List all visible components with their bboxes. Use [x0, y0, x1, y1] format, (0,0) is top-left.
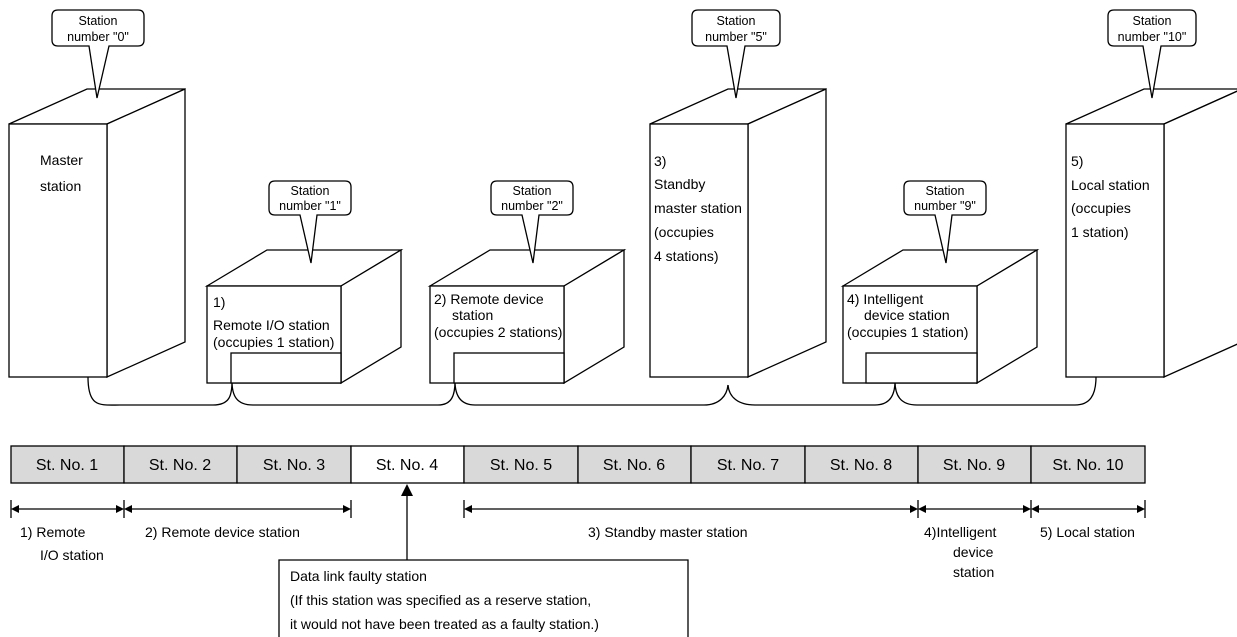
- master-station-label-1: Master: [40, 152, 83, 168]
- remote-device-label-3: (occupies 2 stations): [434, 324, 562, 340]
- standby-master-label-5: 4 stations): [654, 248, 719, 264]
- callout-station-1: Station number "1": [268, 180, 352, 264]
- cell-st-2: [123, 445, 238, 484]
- cell-st-1: [10, 445, 125, 484]
- cell-st-3: [236, 445, 352, 484]
- local-station-label-2: Local station: [1071, 177, 1150, 193]
- faulty-station-pointer: [401, 484, 413, 560]
- range-arrow-local: [1031, 500, 1146, 518]
- cell-label-st-9: St. No. 9: [943, 457, 1005, 474]
- svg-text:Station: Station: [1133, 14, 1172, 28]
- range-label-local: 5) Local station: [1040, 524, 1135, 540]
- standby-master-label-2: Standby: [654, 176, 705, 192]
- standby-master-label-3: master station: [654, 200, 742, 216]
- cell-st-4: [350, 445, 465, 484]
- svg-text:Station: Station: [926, 184, 965, 198]
- range-label-intelligent-3: station: [953, 564, 994, 580]
- range-label-intelligent-2: device: [953, 544, 994, 560]
- range-label-remote-io-2: I/O station: [40, 547, 104, 563]
- remote-io-label-3: (occupies 1 station): [213, 334, 334, 350]
- cell-label-st-1: St. No. 1: [36, 457, 98, 474]
- callout-station-2: Station number "2": [490, 180, 574, 264]
- range-arrow-remote-device: [124, 500, 352, 518]
- range-arrows: [10, 500, 1146, 518]
- svg-text:Station: Station: [79, 14, 118, 28]
- faulty-note-line-2: (If this station was specified as a rese…: [290, 592, 591, 608]
- range-label-intelligent-1: 4)Intelligent: [924, 524, 996, 540]
- callout-station-10: Station number "10": [1107, 9, 1197, 99]
- svg-text:Station: Station: [291, 184, 330, 198]
- svg-text:number "0": number "0": [67, 30, 129, 44]
- cell-st-8: [804, 445, 919, 484]
- svg-text:Station: Station: [717, 14, 756, 28]
- intelligent-label-2: device station: [864, 307, 950, 323]
- remote-device-station-unit: [427, 248, 627, 385]
- cell-st-7: [690, 445, 806, 484]
- local-station-unit: [1065, 88, 1237, 379]
- svg-text:number "10": number "10": [1118, 30, 1187, 44]
- remote-io-label-2: Remote I/O station: [213, 317, 330, 333]
- station-number-strip: [10, 445, 1146, 484]
- cell-st-9: [917, 445, 1032, 484]
- faulty-note-line-3: it would not have been treated as a faul…: [290, 616, 599, 632]
- callout-station-9: Station number "9": [903, 180, 987, 264]
- cell-st-10: [1030, 445, 1146, 484]
- remote-io-station-unit: [204, 248, 404, 385]
- callout-station-0: Station number "0": [51, 9, 145, 99]
- cell-label-st-2: St. No. 2: [149, 457, 211, 474]
- remote-io-label-1: 1): [213, 294, 225, 310]
- cell-label-st-6: St. No. 6: [603, 457, 665, 474]
- svg-text:number "9": number "9": [914, 199, 976, 213]
- local-station-label-3: (occupies: [1071, 200, 1131, 216]
- range-label-remote-device: 2) Remote device station: [145, 524, 300, 540]
- standby-master-station-unit: [649, 87, 827, 379]
- svg-text:number "1": number "1": [279, 199, 341, 213]
- cell-label-st-3: St. No. 3: [263, 457, 325, 474]
- cell-label-st-5: St. No. 5: [490, 457, 552, 474]
- range-label-standby-master: 3) Standby master station: [588, 524, 748, 540]
- remote-device-label-1: 2) Remote device: [434, 291, 544, 307]
- intelligent-label-3: (occupies 1 station): [847, 324, 968, 340]
- faulty-station-note: Data link faulty station (If this statio…: [278, 559, 689, 637]
- faulty-note-line-1: Data link faulty station: [290, 568, 427, 584]
- range-arrow-remote-io: [10, 500, 125, 518]
- range-arrow-intelligent: [918, 500, 1032, 518]
- station-number-labels: St. No. 1 St. No. 2 St. No. 3 St. No. 4 …: [36, 457, 1124, 474]
- cell-label-st-4: St. No. 4: [376, 457, 438, 474]
- svg-text:Station: Station: [513, 184, 552, 198]
- range-arrow-standby-master: [463, 500, 919, 518]
- cell-label-st-8: St. No. 8: [830, 457, 892, 474]
- intelligent-label-1: 4) Intelligent: [847, 291, 923, 307]
- standby-master-label-4: (occupies: [654, 224, 714, 240]
- remote-device-label-2: station: [452, 307, 493, 323]
- svg-text:number "2": number "2": [501, 199, 563, 213]
- master-station-unit: [8, 87, 186, 379]
- local-station-label-4: 1 station): [1071, 224, 1129, 240]
- cell-label-st-7: St. No. 7: [717, 457, 779, 474]
- cell-label-st-10: St. No. 10: [1052, 457, 1123, 474]
- range-label-remote-io-1: 1) Remote: [20, 524, 86, 540]
- svg-text:number "5": number "5": [705, 30, 767, 44]
- callout-station-5: Station number "5": [691, 9, 781, 99]
- intelligent-device-station-unit: [840, 248, 1040, 385]
- master-station-label-2: station: [40, 178, 81, 194]
- local-station-label-1: 5): [1071, 153, 1083, 169]
- standby-master-label-1: 3): [654, 153, 666, 169]
